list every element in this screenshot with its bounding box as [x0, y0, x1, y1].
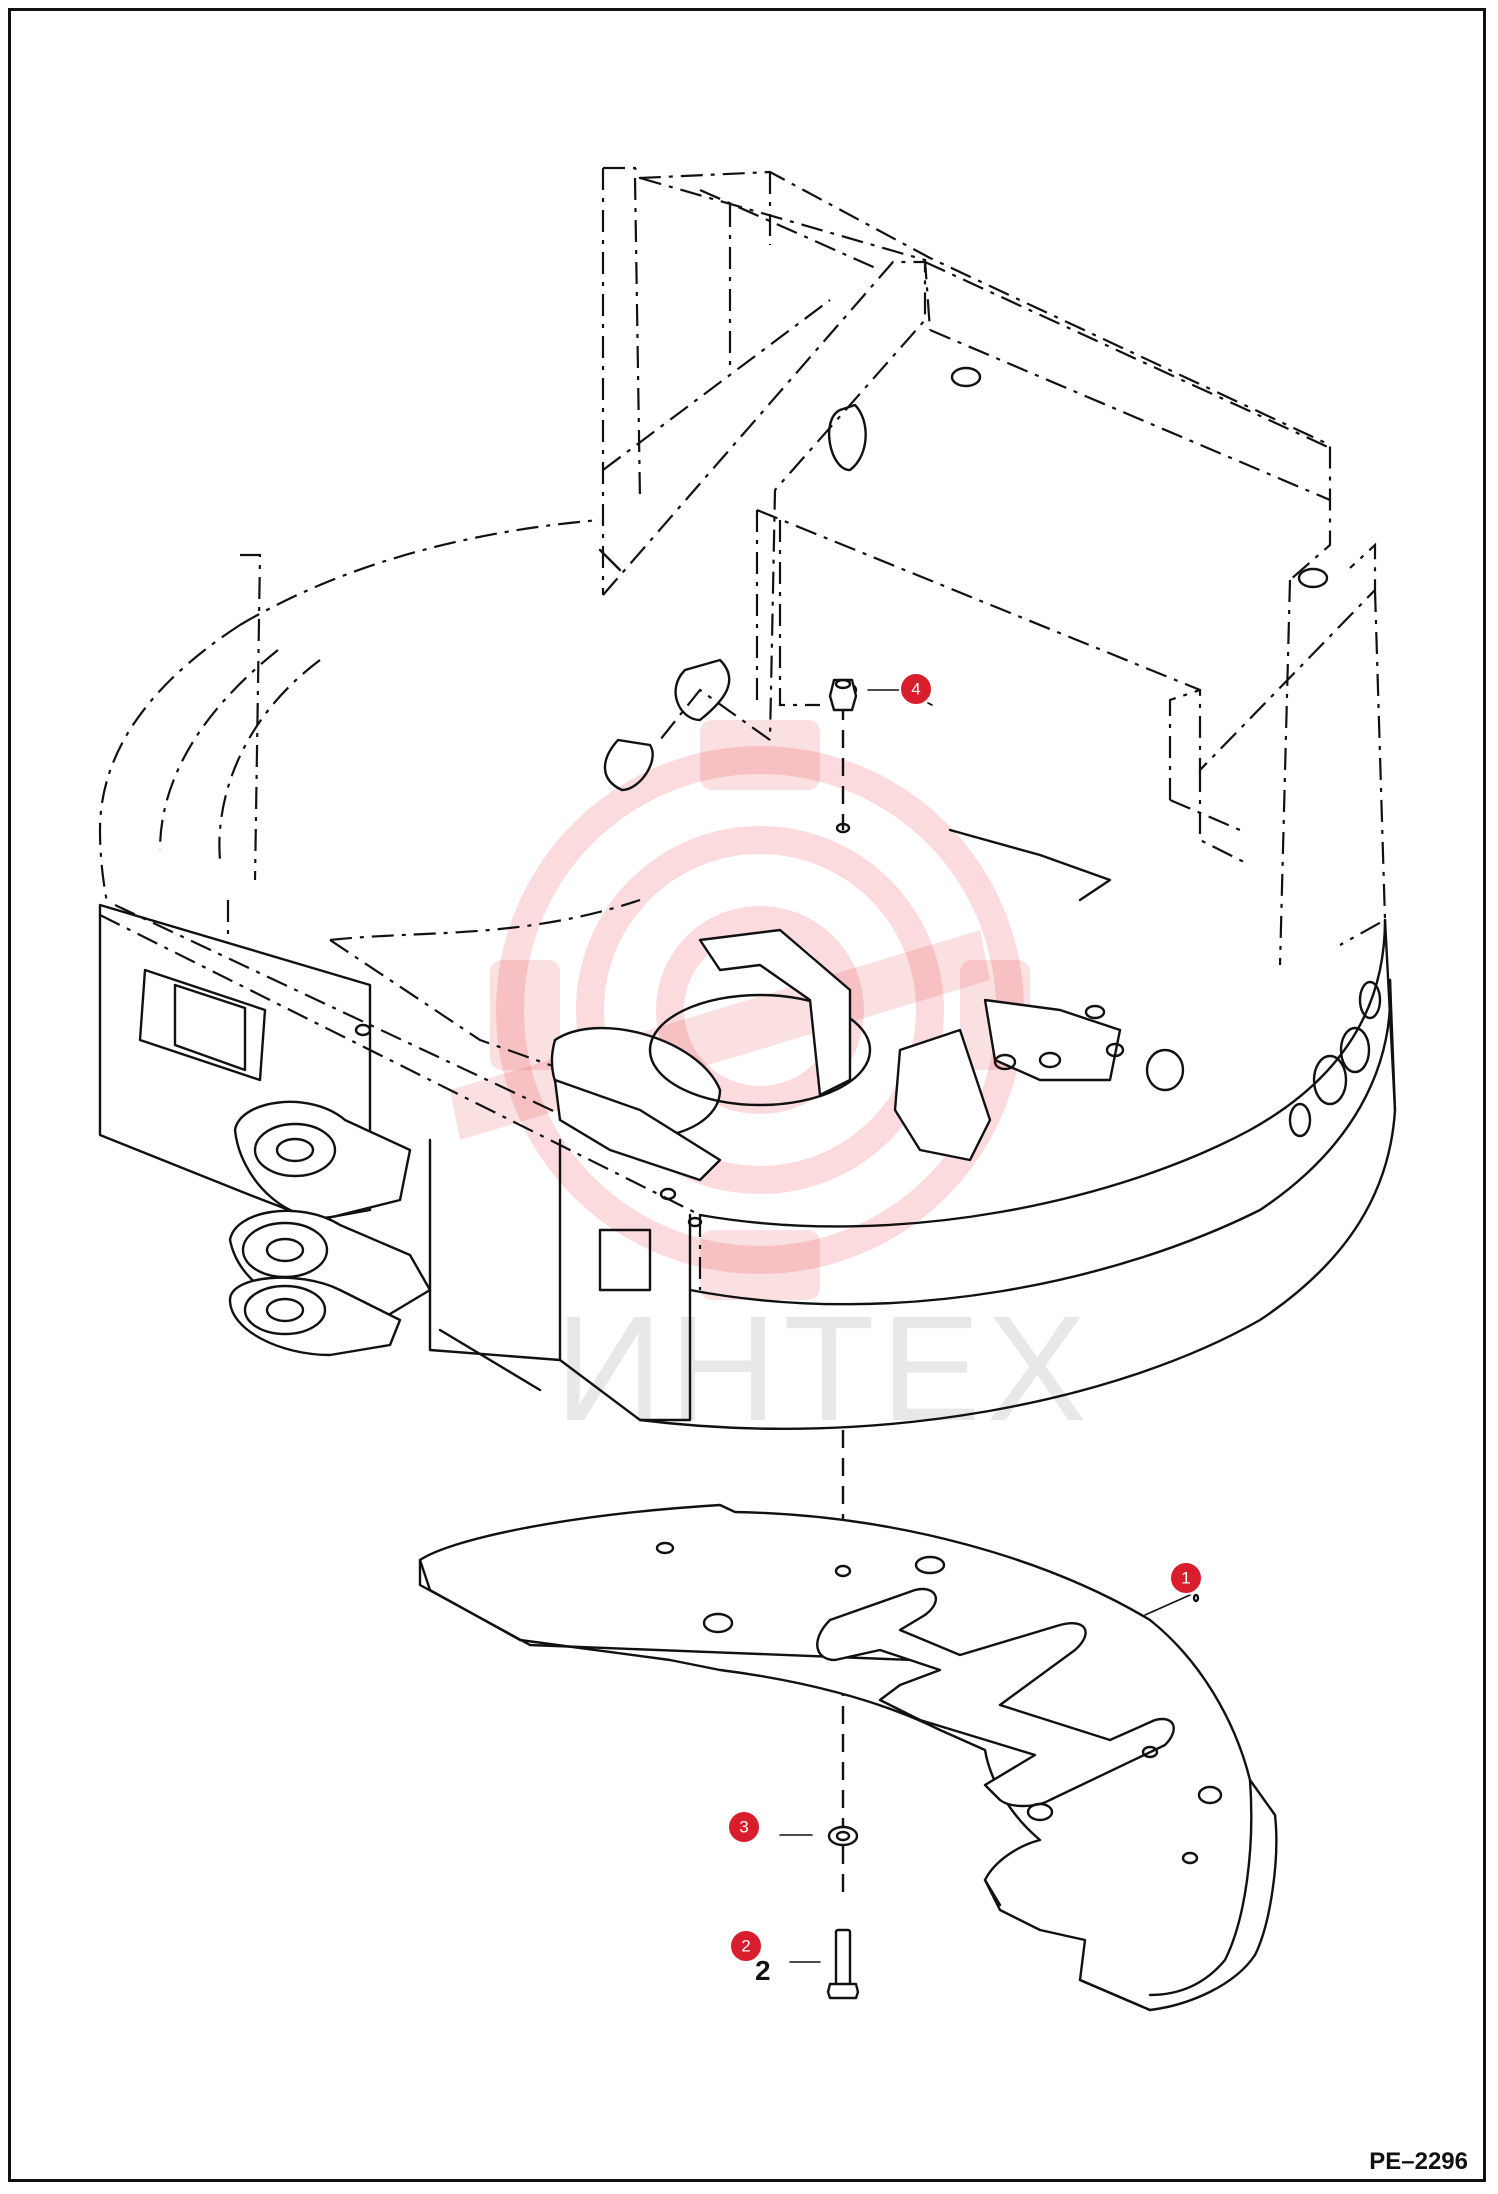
part-3-washer: [779, 1825, 859, 1847]
item-2-leader-label: 2: [755, 1955, 771, 1986]
callout-2[interactable]: 2: [729, 1929, 763, 1963]
callout-3[interactable]: 3: [727, 1810, 761, 1844]
svg-text:1: 1: [1181, 1569, 1190, 1588]
upper-frame: [598, 166, 1387, 966]
watermark-text: ИНТЕХ: [555, 1284, 1093, 1452]
drawing-number: PE–2296: [1369, 2148, 1468, 2175]
leader-4-tick: [927, 702, 933, 706]
svg-text:3: 3: [739, 1818, 748, 1837]
turntable-base: [98, 518, 1397, 1430]
svg-text:4: 4: [911, 680, 920, 699]
watermark-logo: [450, 720, 1030, 1300]
svg-text:2: 2: [741, 1937, 750, 1956]
callout-1[interactable]: 1: [1169, 1561, 1203, 1595]
part-1-counterweight-plate: [418, 1503, 1278, 2012]
part-4-nut: [828, 678, 858, 834]
part-2-bolt: 2: [755, 1928, 860, 2000]
floor-features: [329, 828, 1185, 1228]
swing-bracket: [228, 1100, 432, 1357]
callout-4[interactable]: 4: [899, 672, 933, 706]
